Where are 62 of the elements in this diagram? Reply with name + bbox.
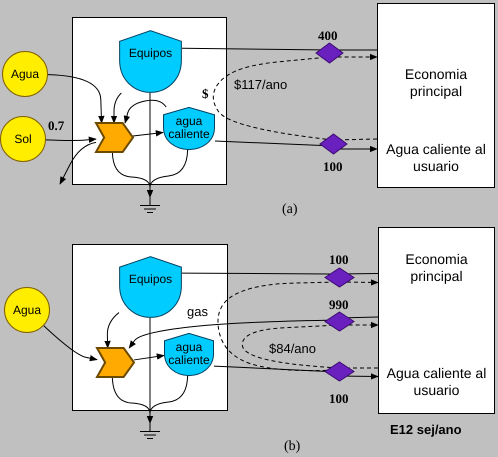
flow-arrow	[134, 353, 165, 360]
source-label: Sol	[14, 132, 32, 146]
storage-tank	[119, 30, 182, 93]
transaction-diamond	[325, 268, 354, 287]
source-circle	[0, 116, 46, 162]
panel-label: (b)	[284, 439, 300, 455]
flow-arrow	[104, 312, 120, 349]
producer-symbol	[96, 123, 133, 152]
flow-arrow	[60, 142, 96, 185]
flow-value: 400	[318, 28, 338, 44]
source-circle	[4, 287, 50, 333]
flow-arrow	[43, 325, 98, 362]
dashed-flow-line	[348, 322, 379, 328]
storage-tank	[163, 107, 215, 150]
system-boundary-box	[72, 17, 227, 185]
flow-arrow	[146, 376, 188, 424]
transaction-diamond	[320, 134, 347, 154]
flow-value: 100	[329, 391, 348, 407]
heat-sink-symbol	[140, 197, 160, 213]
flow-arrow	[110, 92, 122, 124]
flow-arrow	[340, 146, 378, 152]
flow-arrow	[48, 74, 105, 124]
source-label: Agua	[10, 67, 40, 81]
source-label: Agua	[12, 303, 42, 317]
annotation: 0.7	[48, 118, 64, 134]
edge-label: $84/ano	[268, 341, 317, 356]
flow-arrow	[346, 373, 379, 380]
storage-tank	[119, 256, 182, 318]
economy-label: Economia principal	[404, 251, 469, 285]
flow-value: 990	[329, 297, 348, 313]
transaction-diamond	[325, 312, 354, 331]
heat-sink-symbol	[140, 423, 160, 439]
economy-label: Agua caliente al usuario	[385, 141, 487, 175]
economy-label: Agua caliente al usuario	[386, 365, 488, 399]
producer-symbol	[97, 348, 134, 377]
tank-label: Equipos	[128, 47, 174, 60]
source-circle	[2, 51, 48, 97]
tank-label: Equipos	[128, 273, 174, 286]
storage-tank	[164, 333, 214, 376]
edge-label: $117/ano	[233, 77, 288, 92]
flow-arrow	[45, 136, 97, 143]
flow-arrow	[128, 320, 328, 349]
dashed-flow-line	[212, 57, 327, 140]
economy-label: Economia principal	[404, 66, 468, 100]
unit-label: E12 sej/ano	[390, 422, 462, 437]
panel-label: (a)	[282, 202, 298, 218]
transaction-diamond	[325, 362, 354, 381]
flow-arrow	[132, 130, 164, 136]
flow-value: 100	[323, 159, 342, 175]
flow-arrow	[124, 100, 167, 124]
tank-label: agua caliente	[167, 341, 211, 367]
flow-arrow	[146, 150, 188, 198]
system-boundary-box	[72, 244, 228, 411]
economy-box	[377, 3, 495, 188]
economy-box	[378, 227, 495, 414]
dashed-flow-line	[346, 279, 379, 286]
dashed-flow-line	[337, 54, 378, 60]
transaction-diamond	[316, 43, 343, 63]
annotation: $	[202, 86, 208, 102]
tank-label: agua caliente	[167, 115, 211, 141]
dashed-flow-line	[242, 324, 332, 368]
flow-value: 100	[329, 252, 348, 268]
